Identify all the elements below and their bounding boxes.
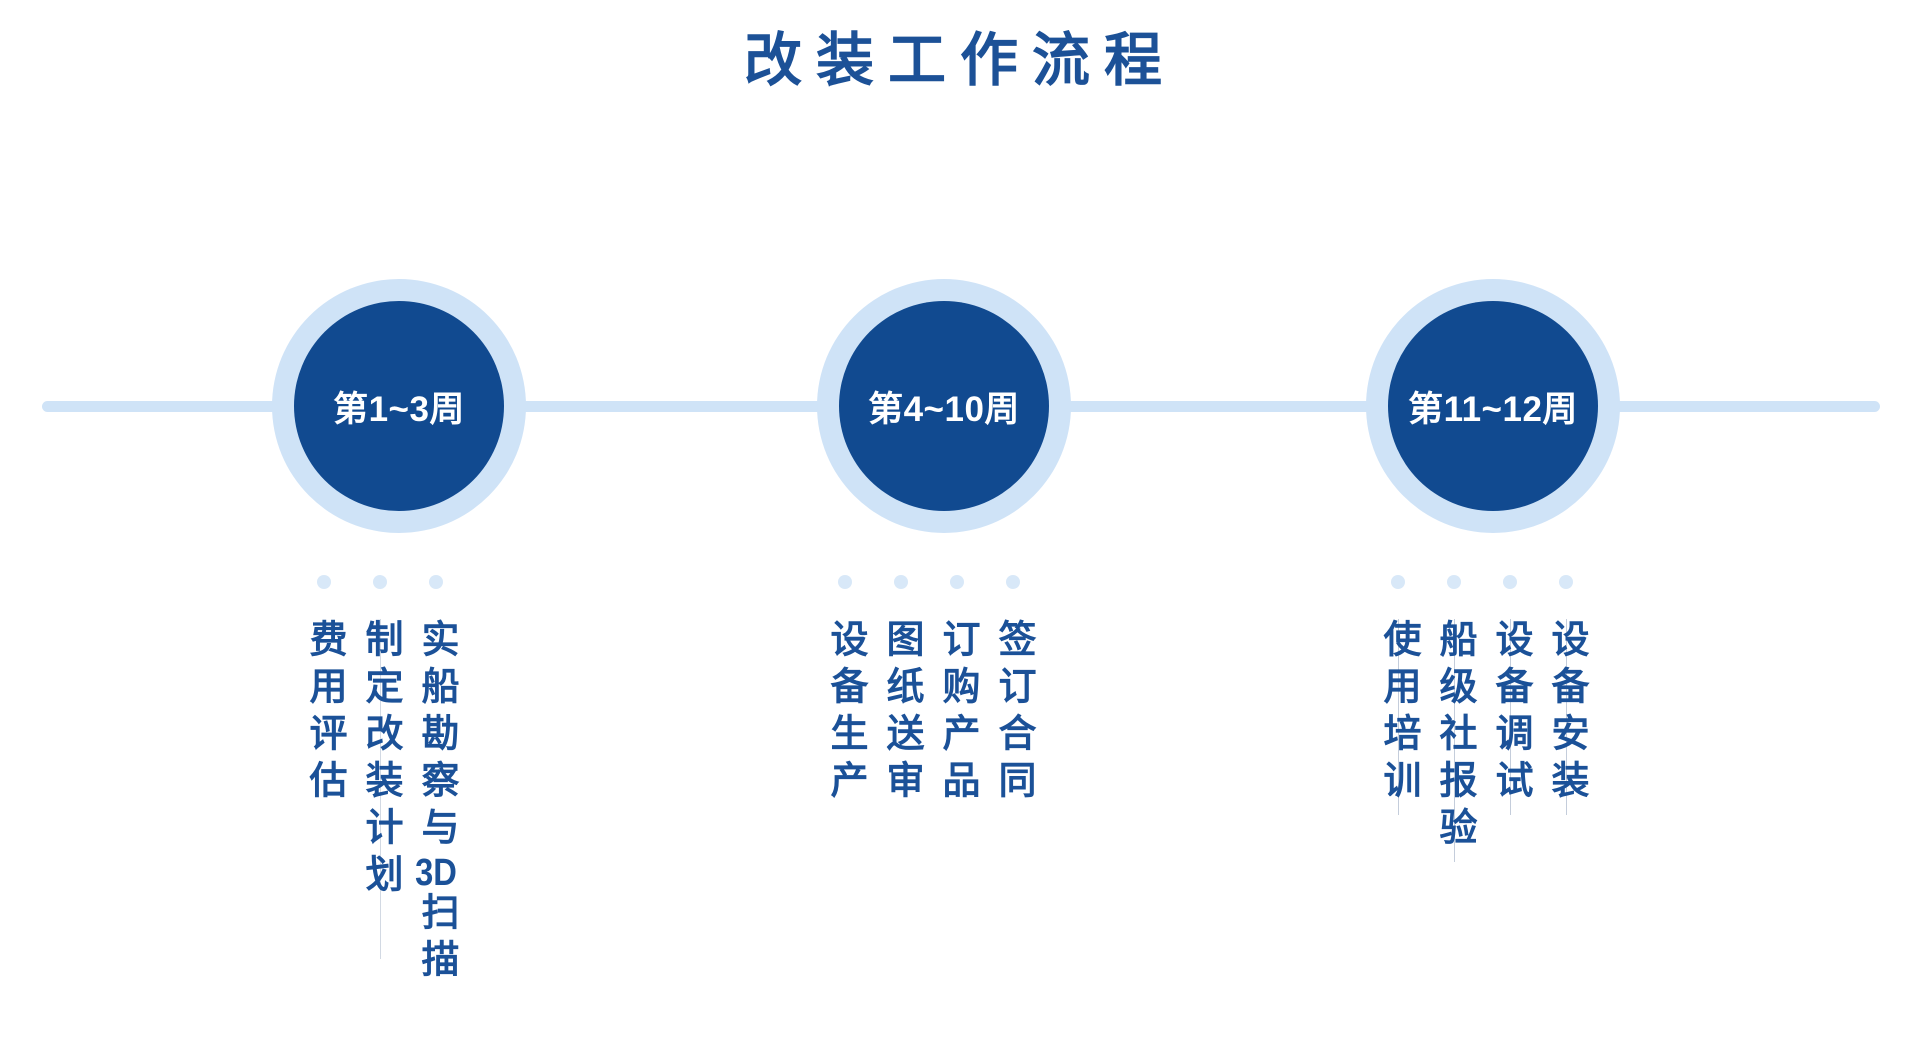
step-column: 签订合同: [985, 575, 1041, 807]
step-column: 制定改装计划: [352, 575, 408, 959]
steps-group-week4-10: 签订合同 订购产品 图纸送审 设备生产: [817, 575, 1041, 807]
step-column: 设备生产: [817, 575, 873, 807]
page-title: 改装工作流程: [743, 28, 1176, 93]
milestone-ring-week11-12: 第11~12周: [1366, 279, 1620, 533]
milestone-label: 第1~3周: [333, 389, 465, 429]
step-dot-icon: [1503, 575, 1517, 589]
step-text: 订购产品: [936, 619, 978, 807]
milestone-ring-week1-3: 第1~3周: [272, 279, 526, 533]
step-text: 设备生产: [824, 619, 866, 807]
milestone-label: 第4~10周: [868, 389, 1020, 429]
step-dot-icon: [1391, 575, 1405, 589]
step-text: 实船勘察与3D扫描: [415, 619, 457, 986]
step-dot-icon: [950, 575, 964, 589]
step-dot-icon: [894, 575, 908, 589]
step-dot-icon: [1006, 575, 1020, 589]
step-column: 图纸送审: [873, 575, 929, 807]
step-column: 使用培训: [1370, 575, 1426, 815]
milestone-circle-week1-3: 第1~3周: [294, 301, 504, 511]
step-text: 制定改装计划: [359, 619, 401, 901]
step-text: 费用评估: [303, 619, 345, 807]
step-text: 使用培训: [1377, 619, 1419, 807]
step-column: 设备调试: [1482, 575, 1538, 815]
step-column: 订购产品: [929, 575, 985, 807]
step-dot-icon: [317, 575, 331, 589]
step-text: 图纸送审: [880, 619, 922, 807]
step-dot-icon: [1447, 575, 1461, 589]
milestone-circle-week11-12: 第11~12周: [1388, 301, 1598, 511]
step-dot-icon: [1559, 575, 1573, 589]
step-column: 费用评估: [296, 575, 352, 807]
steps-group-week1-3: 实船勘察与3D扫描 制定改装计划 费用评估: [296, 575, 464, 986]
step-text: 设备安装: [1545, 619, 1587, 807]
step-text: 设备调试: [1489, 619, 1531, 807]
step-dot-icon: [429, 575, 443, 589]
milestone-circle-week4-10: 第4~10周: [839, 301, 1049, 511]
step-text: 签订合同: [992, 619, 1034, 807]
step-text: 船级社报验: [1433, 619, 1475, 854]
milestone-ring-week4-10: 第4~10周: [817, 279, 1071, 533]
step-dot-icon: [838, 575, 852, 589]
step-column: 设备安装: [1538, 575, 1594, 815]
milestone-label: 第11~12周: [1408, 389, 1578, 429]
steps-group-week11-12: 设备安装 设备调试 船级社报验 使用培训: [1370, 575, 1594, 862]
step-dot-icon: [373, 575, 387, 589]
step-column: 实船勘察与3D扫描: [408, 575, 464, 986]
step-column: 船级社报验: [1426, 575, 1482, 862]
